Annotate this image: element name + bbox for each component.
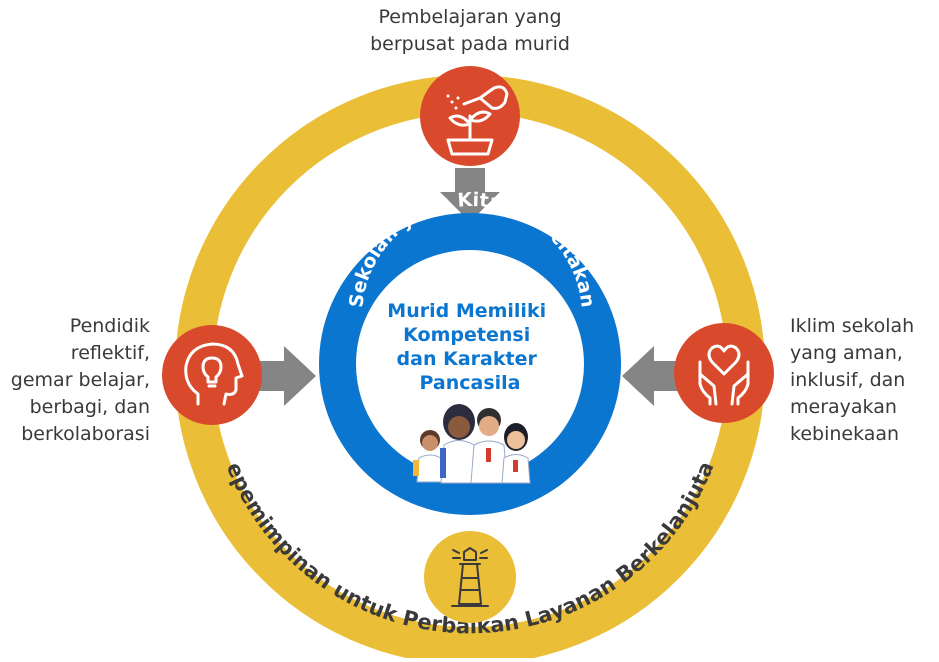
right-label: Iklim sekolah yang aman, inklusif, dan m…: [790, 313, 939, 448]
hands-heart-icon: [698, 344, 750, 406]
left-label: Pendidik reflektif, gemar belajar, berba…: [0, 313, 150, 448]
top-label-line: berpusat pada murid: [370, 33, 570, 55]
right-label-line: merayakan: [790, 396, 897, 418]
top-label-line: Pembelajaran yang: [378, 6, 562, 28]
head-lightbulb-icon: [184, 342, 244, 406]
left-label-line: reflektif,: [70, 342, 150, 364]
lighthouse-icon: [451, 547, 489, 607]
students-illustration: [413, 404, 531, 484]
left-label-line: berkolaborasi: [21, 423, 150, 445]
right-label-line: inklusif, dan: [790, 369, 906, 391]
arrow-right: [622, 346, 682, 406]
bottom-icon-circle: [424, 531, 516, 623]
arrow-left: [258, 346, 316, 406]
top-label: Pembelajaran yang berpusat pada murid: [300, 4, 640, 58]
right-icon-circle: [674, 323, 774, 423]
watering-can-plant-icon: [446, 85, 509, 156]
left-label-line: berbagi, dan: [29, 396, 150, 418]
top-icon-circle: [420, 66, 520, 166]
left-label-line: gemar belajar,: [10, 369, 150, 391]
arrow-top: [440, 168, 500, 222]
right-label-line: yang aman,: [790, 342, 903, 364]
right-label-line: Iklim sekolah: [790, 315, 915, 337]
left-label-line: Pendidik: [69, 315, 150, 337]
center-title: Murid Memiliki Kompetensi dan Karakter P…: [387, 300, 552, 394]
left-icon-circle: [162, 325, 262, 425]
center-disk: [356, 250, 584, 478]
right-label-line: kebinekaan: [790, 423, 900, 445]
